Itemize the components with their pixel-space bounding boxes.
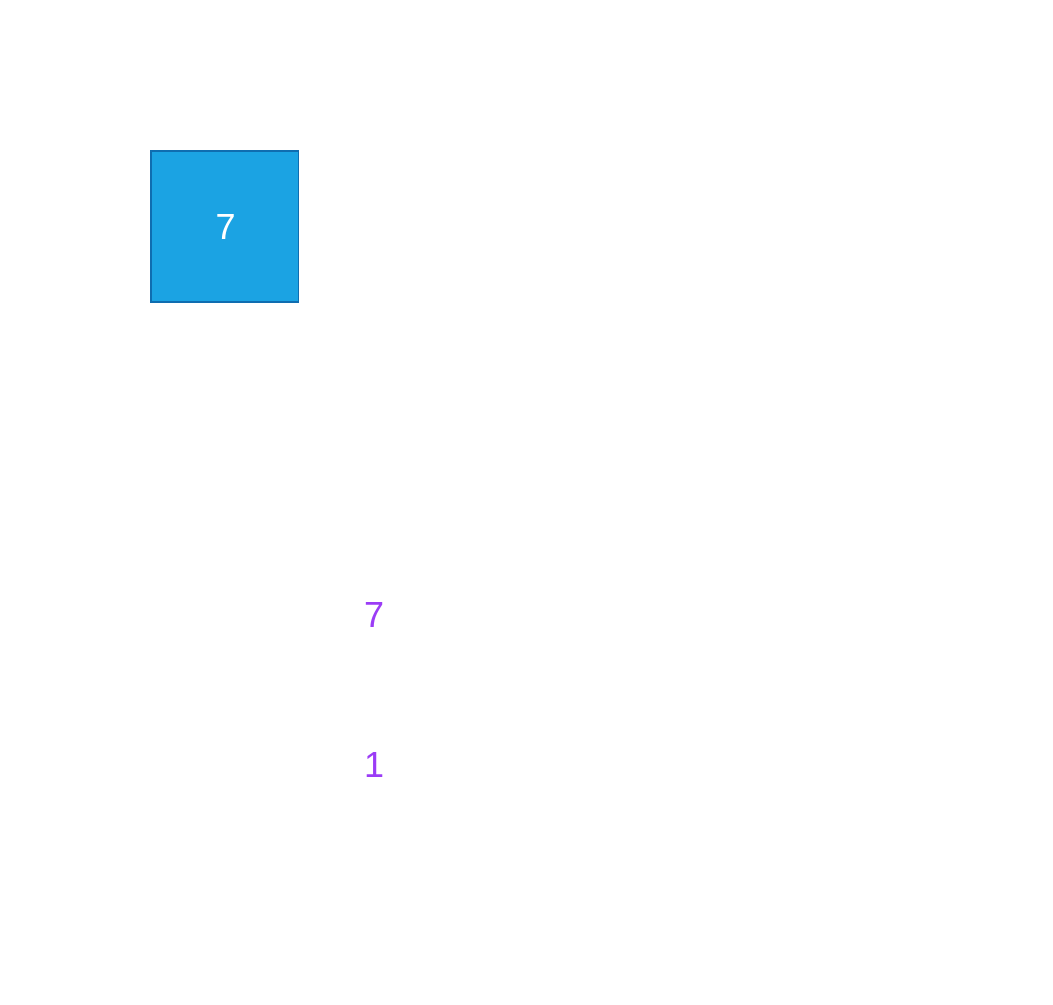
value-label-top: 7 [363, 594, 385, 635]
value-box-label: 7 [215, 206, 236, 247]
value-box: 7 [150, 150, 299, 303]
value-label-bottom: 1 [363, 744, 385, 785]
